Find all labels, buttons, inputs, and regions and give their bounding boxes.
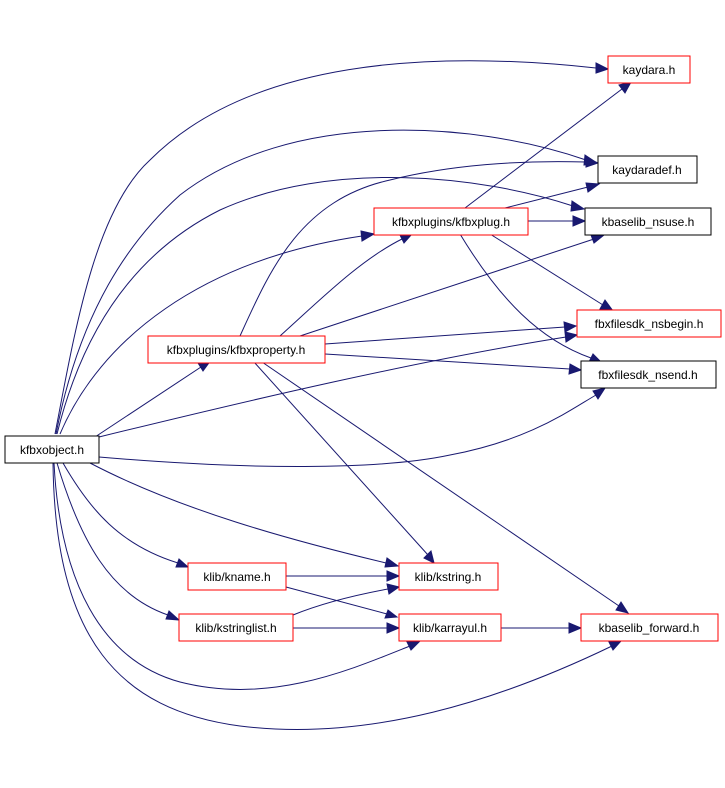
node-kstringlist[interactable]: klib/kstringlist.h [178,613,294,642]
edge-kname-karrayul [285,586,399,619]
edge-kstringlist-kstring [292,583,401,616]
node-fbxfilesdk-nsend[interactable]: fbxfilesdk_nsend.h [580,360,717,389]
node-label-fbxfilesdk-nsbegin: fbxfilesdk_nsbegin.h [595,317,704,331]
edges-layer [52,60,632,730]
node-kfbxobject[interactable]: kfbxobject.h [4,435,100,464]
edge-kfbxproperty-fbxfilesdk-nsbegin [324,321,578,345]
node-karrayul[interactable]: klib/karrayul.h [398,613,502,642]
edge-kfbxobject-kname [62,462,190,568]
node-label-kname: klib/kname.h [203,570,270,584]
edge-kfbxobject-kaydara [54,60,610,435]
node-label-fbxfilesdk-nsend: fbxfilesdk_nsend.h [598,368,697,382]
node-label-kbaselib-forward: kbaselib_forward.h [599,621,700,635]
node-kaydaradef[interactable]: kaydaradef.h [597,155,698,184]
edge-kfbxproperty-fbxfilesdk-nsend [324,353,583,375]
edge-kfbxobject-fbxfilesdk-nsend [98,387,607,468]
node-fbxfilesdk-nsbegin[interactable]: fbxfilesdk_nsbegin.h [576,309,722,338]
edge-kfbxobject-kbaselib-nsuse [56,177,586,435]
node-kstring[interactable]: klib/kstring.h [398,562,499,591]
edge-karrayul-kbaselib-forward [501,622,583,634]
edge-kstringlist-karrayul [293,622,401,634]
node-kfbxproperty[interactable]: kfbxplugins/kfbxproperty.h [147,335,326,364]
node-label-kfbxproperty: kfbxplugins/kfbxproperty.h [167,343,306,357]
edge-kfbxobject-kaydaradef [55,129,599,435]
edge-kfbxproperty-kbaselib-nsuse [299,234,606,337]
node-kbaselib-nsuse[interactable]: kbaselib_nsuse.h [584,207,712,236]
node-label-kstringlist: klib/kstringlist.h [195,621,276,635]
node-kfbxplug[interactable]: kfbxplugins/kfbxplug.h [373,207,529,236]
edge-kfbxobject-kstring [89,462,400,568]
edge-kfbxproperty-kaydaradef [239,157,600,337]
node-label-kstring: klib/kstring.h [415,570,482,584]
edge-kfbxplug-kbaselib-nsuse [528,215,587,227]
node-label-karrayul: klib/karrayul.h [413,621,487,635]
node-label-kaydara: kaydara.h [623,63,676,77]
edge-kfbxobject-kfbxproperty [94,359,213,438]
node-label-kfbxplug: kfbxplugins/kfbxplug.h [392,215,510,229]
edge-kfbxplug-fbxfilesdk-nsbegin [489,233,615,312]
edge-kfbxobject-kstringlist [56,462,181,621]
edge-kname-kstring [286,570,401,582]
edge-kfbxplug-kaydaradef [504,182,601,209]
edge-kfbxproperty-kstring [253,361,435,564]
node-label-kaydaradef: kaydaradef.h [612,163,681,177]
edge-kfbxobject-kfbxplug [59,230,376,435]
nodes-layer: kfbxobject.h kaydara.h kaydaradef.h kfbx… [4,55,722,642]
node-kbaselib-forward[interactable]: kbaselib_forward.h [580,613,719,642]
node-label-kfbxobject: kfbxobject.h [20,443,84,457]
edge-kfbxobject-fbxfilesdk-nsbegin [98,331,579,438]
edge-kfbxplug-kaydara [464,81,632,209]
node-label-kbaselib-nsuse: kbaselib_nsuse.h [602,215,695,229]
node-kaydara[interactable]: kaydara.h [607,55,691,84]
edge-kfbxobject-kbaselib-forward [52,462,623,730]
edge-kfbxproperty-kbaselib-forward [261,361,630,614]
node-kname[interactable]: klib/kname.h [187,562,287,591]
